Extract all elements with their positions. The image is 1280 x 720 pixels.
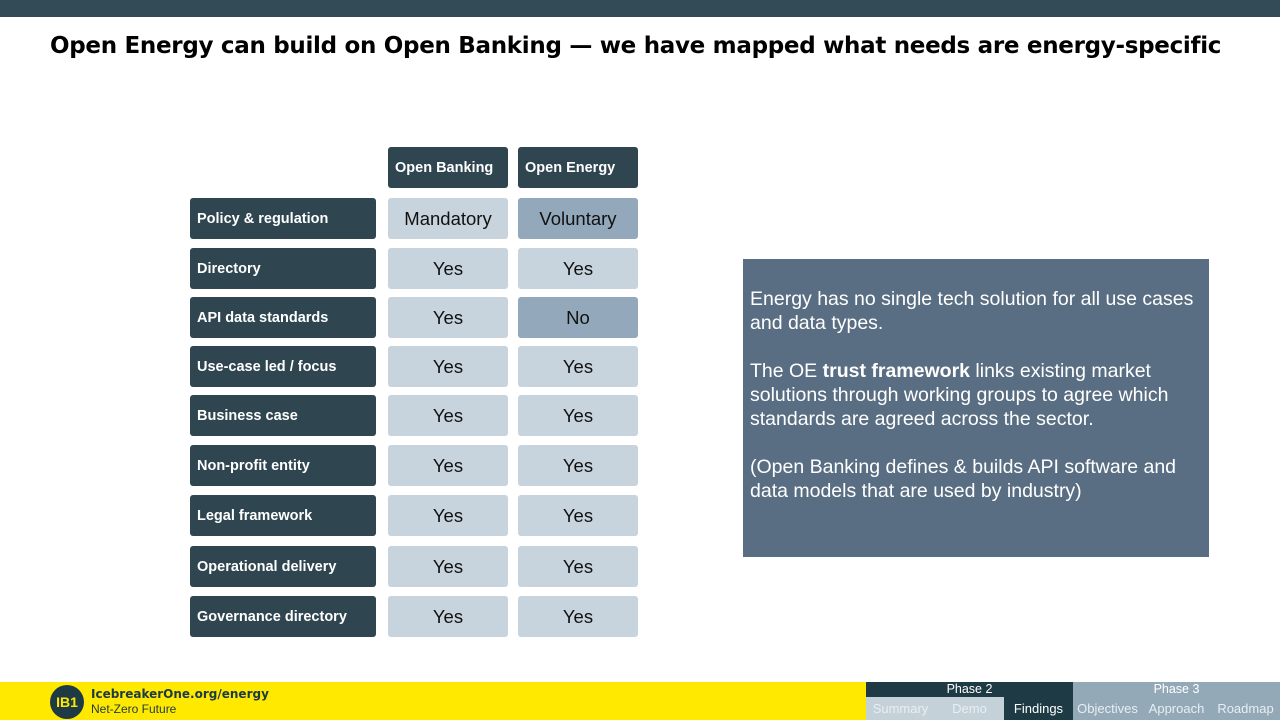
ib1-logo: IB1: [50, 685, 84, 719]
open-banking-value: Yes: [388, 495, 508, 536]
row-label: Legal framework: [190, 495, 376, 536]
open-energy-value: Yes: [518, 596, 638, 637]
nav-tab-summary[interactable]: Summary: [866, 697, 935, 720]
row-label: Operational delivery: [190, 546, 376, 587]
row-label: Directory: [190, 248, 376, 289]
nav-tab-roadmap[interactable]: Roadmap: [1211, 697, 1280, 720]
column-header-open-energy: Open Energy: [518, 147, 638, 188]
top-bar: [0, 0, 1280, 17]
footer-tagline: Net-Zero Future: [91, 702, 177, 716]
nav-tab-findings[interactable]: Findings: [1004, 697, 1073, 720]
row-label: Business case: [190, 395, 376, 436]
nav-tab-objectives[interactable]: Objectives: [1073, 697, 1142, 720]
row-label: Use-case led / focus: [190, 346, 376, 387]
row-label: API data standards: [190, 297, 376, 338]
note-paragraph: The OE trust framework links existing ma…: [750, 360, 1169, 430]
open-banking-value: Yes: [388, 445, 508, 486]
note-paragraph: Energy has no single tech solution for a…: [750, 288, 1194, 334]
open-banking-value: Yes: [388, 395, 508, 436]
phase-2-label: Phase 2: [866, 682, 1073, 697]
open-energy-value: No: [518, 297, 638, 338]
open-energy-value: Yes: [518, 445, 638, 486]
row-label: Governance directory: [190, 596, 376, 637]
row-label: Non-profit entity: [190, 445, 376, 486]
open-banking-value: Yes: [388, 346, 508, 387]
nav-tab-approach[interactable]: Approach: [1142, 697, 1211, 720]
explanation-box: Energy has no single tech solution for a…: [743, 259, 1209, 557]
note-paragraph: (Open Banking defines & builds API softw…: [750, 456, 1177, 502]
open-banking-value: Yes: [388, 546, 508, 587]
open-energy-value: Yes: [518, 248, 638, 289]
nav-tab-demo[interactable]: Demo: [935, 697, 1004, 720]
row-label: Policy & regulation: [190, 198, 376, 239]
footer-site-link[interactable]: IcebreakerOne.org/energy: [91, 687, 269, 701]
open-banking-value: Yes: [388, 596, 508, 637]
open-energy-value: Yes: [518, 495, 638, 536]
phase-3-label: Phase 3: [1073, 682, 1280, 697]
open-banking-value: Mandatory: [388, 198, 508, 239]
open-banking-value: Yes: [388, 297, 508, 338]
open-energy-value: Yes: [518, 546, 638, 587]
page-title: Open Energy can build on Open Banking — …: [50, 33, 1222, 59]
open-banking-value: Yes: [388, 248, 508, 289]
open-energy-value: Voluntary: [518, 198, 638, 239]
open-energy-value: Yes: [518, 346, 638, 387]
open-energy-value: Yes: [518, 395, 638, 436]
footer: IB1 IcebreakerOne.org/energy Net-Zero Fu…: [0, 682, 866, 720]
column-header-open-banking: Open Banking: [388, 147, 508, 188]
